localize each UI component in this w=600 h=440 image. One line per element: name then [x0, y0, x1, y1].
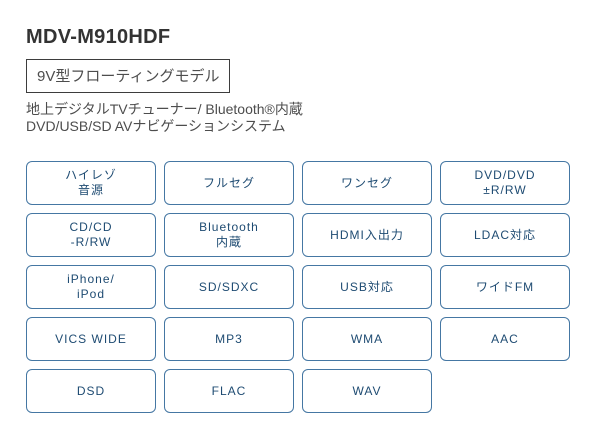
- feature-label: LDAC対応: [473, 227, 536, 242]
- feature-badge: フルセグ: [164, 161, 294, 205]
- feature-badge: ワイドFM: [440, 265, 570, 309]
- feature-label: iPhone/ iPod: [67, 272, 115, 301]
- feature-badge: DVD/DVD ±R/RW: [440, 161, 570, 205]
- feature-label: CD/CD -R/RW: [69, 220, 113, 249]
- feature-label: MP3: [215, 331, 243, 346]
- feature-badge: USB対応: [302, 265, 432, 309]
- feature-badge: CD/CD -R/RW: [26, 213, 156, 257]
- feature-badge: LDAC対応: [440, 213, 570, 257]
- feature-badge: HDMI入出力: [302, 213, 432, 257]
- feature-badge: MP3: [164, 317, 294, 361]
- feature-label: ワンセグ: [340, 175, 393, 190]
- feature-badge: SD/SDXC: [164, 265, 294, 309]
- feature-label: Bluetooth 内蔵: [199, 220, 259, 249]
- page-title: MDV-M910HDF: [26, 26, 171, 48]
- feature-badge: ワンセグ: [302, 161, 432, 205]
- feature-label: USB対応: [340, 279, 394, 294]
- description-line-1: 地上デジタルTVチューナー/ Bluetooth®内蔵: [26, 101, 303, 117]
- feature-label: DVD/DVD ±R/RW: [474, 168, 536, 197]
- feature-badge: iPhone/ iPod: [26, 265, 156, 309]
- feature-label: FLAC: [211, 383, 247, 398]
- feature-label: ハイレゾ 音源: [65, 168, 117, 197]
- feature-label: SD/SDXC: [198, 279, 260, 294]
- feature-label: HDMI入出力: [330, 227, 404, 242]
- feature-badge: ハイレゾ 音源: [26, 161, 156, 205]
- feature-label: WAV: [352, 383, 382, 398]
- feature-badge: Bluetooth 内蔵: [164, 213, 294, 257]
- feature-label: フルセグ: [202, 175, 255, 190]
- feature-grid: ハイレゾ 音源 フルセグ ワンセグ DVD/DVD ±R/RW CD/CD -R…: [26, 161, 574, 413]
- feature-label: WMA: [350, 331, 384, 346]
- feature-label: AAC: [491, 331, 519, 346]
- feature-label: DSD: [76, 383, 106, 398]
- description-line-2: DVD/USB/SD AVナビゲーションシステム: [26, 118, 286, 134]
- feature-badge: AAC: [440, 317, 570, 361]
- feature-label: ワイドFM: [475, 279, 535, 294]
- feature-badge: WAV: [302, 369, 432, 413]
- feature-label: VICS WIDE: [55, 331, 127, 346]
- feature-badge: DSD: [26, 369, 156, 413]
- product-description: 地上デジタルTVチューナー/ Bluetooth®内蔵 DVD/USB/SD A…: [26, 101, 574, 135]
- model-type-badge: 9V型フローティングモデル: [26, 59, 231, 93]
- feature-badge: VICS WIDE: [26, 317, 156, 361]
- feature-badge: WMA: [302, 317, 432, 361]
- feature-badge: FLAC: [164, 369, 294, 413]
